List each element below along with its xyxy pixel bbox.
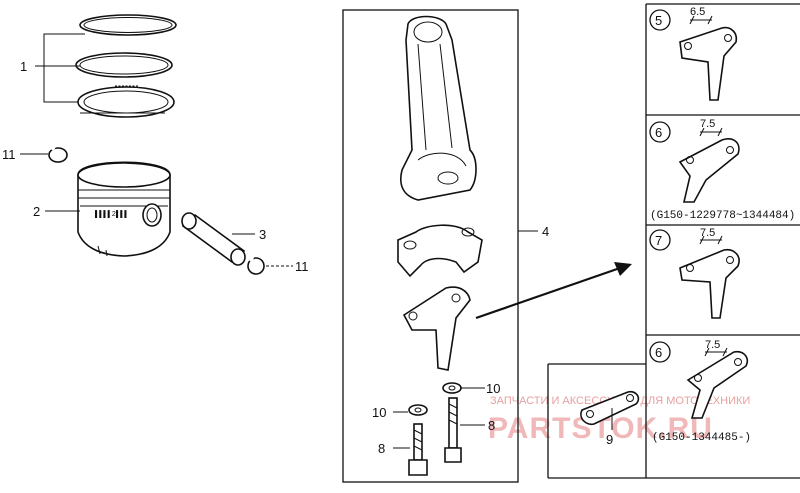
callout-bolt-left: 8 (378, 441, 385, 456)
bolt-right (444, 397, 462, 463)
variant-6-late-serial-note: (G150-1344485-) (652, 432, 751, 444)
piston-rings (75, 14, 177, 118)
callouts: 1 2 3 4 8 8 9 10 10 11 11 (2, 59, 613, 456)
callout-piston-pin: 3 (259, 227, 266, 242)
variant-6-late-number: 6 (655, 345, 662, 360)
piston-pin (181, 212, 246, 266)
variant-6-late: 6 7.5 (G150-1344485-) (649, 339, 751, 444)
variant-arrow (475, 266, 621, 320)
variant-6-late-dimension: 7.5 (705, 339, 720, 351)
variant-6-early-number: 6 (655, 125, 662, 140)
callout-piston-rings: 1 (20, 59, 27, 74)
callout-washer-left: 10 (372, 405, 386, 420)
callout-circlip-right: 11 (295, 259, 309, 274)
conrod-assembly-frame (342, 9, 519, 483)
variant-5-number: 5 (655, 13, 662, 28)
callout-piston: 2 (33, 204, 40, 219)
callout-washer-right: 10 (486, 381, 500, 396)
conrod-cap (397, 224, 483, 278)
callout-bolt-right: 8 (488, 418, 495, 433)
washer-left (408, 404, 428, 416)
circlip-right (247, 256, 265, 275)
shim-plate (580, 390, 640, 426)
variant-6-early-serial-note: (G150-1229778~1344484) (650, 210, 795, 222)
piston: ▌▌▌▌2▌▌▌ (77, 161, 171, 257)
variant-5-dimension: 6.5 (690, 6, 705, 18)
oil-dipper (402, 286, 471, 371)
callout-connecting-rod: 4 (542, 224, 549, 239)
connecting-rod (400, 15, 477, 201)
variant-6-early-dimension: 7.5 (700, 118, 715, 130)
svg-text:▌▌▌▌2▌▌▌: ▌▌▌▌2▌▌▌ (95, 210, 129, 219)
variant-6-early: 6 7.5 (G150-1229778~1344484) (649, 118, 795, 222)
variant-7-dimension: 7.5 (700, 227, 715, 239)
variant-arrow-head (614, 262, 632, 276)
variant-7-number: 7 (655, 233, 662, 248)
variant-7: 7 7.5 (649, 227, 740, 319)
bolt-left (408, 423, 428, 476)
variant-panel (547, 3, 800, 479)
circlip-left (48, 145, 68, 163)
washer-right (442, 382, 462, 394)
variant-5: 5 6.5 (649, 6, 738, 101)
callout-circlip-left: 11 (2, 147, 16, 162)
leader-lines (20, 33, 613, 449)
callout-shim: 9 (606, 432, 613, 447)
